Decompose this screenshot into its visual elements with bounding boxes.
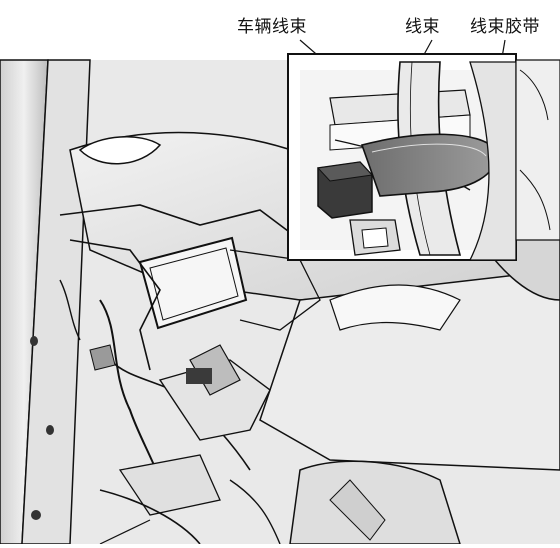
label-vehicle-harness: 车辆线束 [237,17,307,37]
right-steering-detail [515,59,560,241]
detail-inset [287,53,559,261]
label-harness: 线束 [405,17,440,37]
label-harness-tie: 线束胶带 [470,17,540,37]
